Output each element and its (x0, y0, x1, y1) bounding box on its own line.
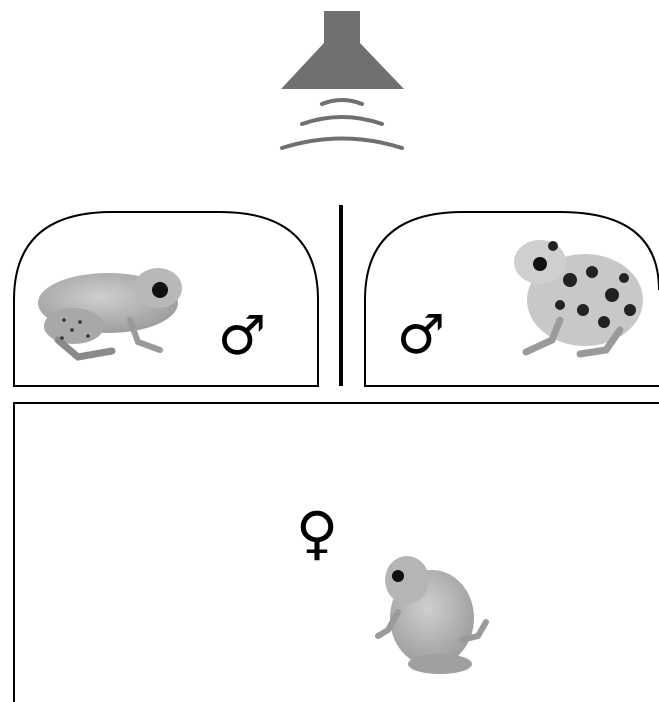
right-compartment (364, 211, 659, 387)
sound-waves-icon (280, 98, 404, 150)
arena-female-symbol: ♀ (296, 499, 338, 567)
arena (13, 402, 659, 702)
female-frog-icon (375, 556, 489, 674)
spotted-frog-icon (514, 240, 643, 358)
left-male-symbol: ♂ (218, 304, 266, 367)
plain-frog-icon (38, 268, 182, 361)
right-male-symbol: ♂ (397, 303, 445, 366)
left-compartment (13, 211, 319, 387)
speaker-icon (281, 11, 404, 89)
